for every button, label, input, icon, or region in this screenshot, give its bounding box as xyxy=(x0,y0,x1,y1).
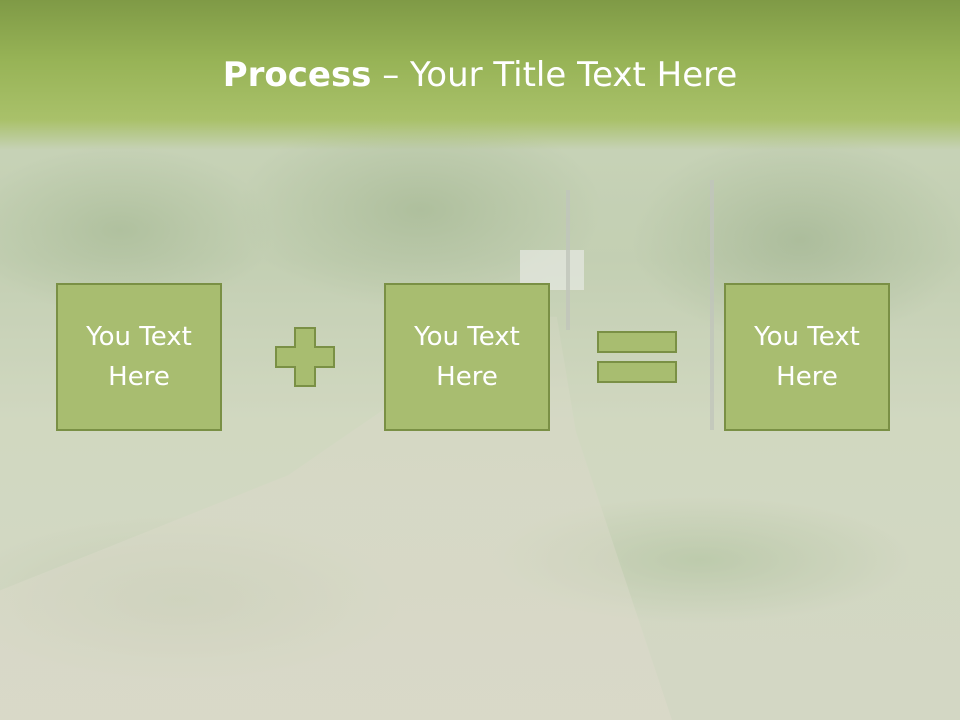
slide-title[interactable]: Process – Your Title Text Here xyxy=(0,52,960,98)
process-box-text: You Text Here xyxy=(86,322,192,392)
slide-title-bold: Process xyxy=(222,55,372,95)
process-box-1[interactable]: You Text Here xyxy=(56,283,222,431)
process-box-text: You Text Here xyxy=(414,322,520,392)
process-box-2[interactable]: You Text Here xyxy=(384,283,550,431)
process-box-3[interactable]: You Text Here xyxy=(724,283,890,431)
background-lamp-post xyxy=(710,180,714,430)
slide-title-rest: – Your Title Text Here xyxy=(371,55,738,95)
title-band xyxy=(0,0,960,150)
process-box-text: You Text Here xyxy=(754,322,860,392)
plus-icon xyxy=(275,327,335,387)
background-lamp-post xyxy=(566,190,570,330)
equals-icon xyxy=(597,331,677,383)
